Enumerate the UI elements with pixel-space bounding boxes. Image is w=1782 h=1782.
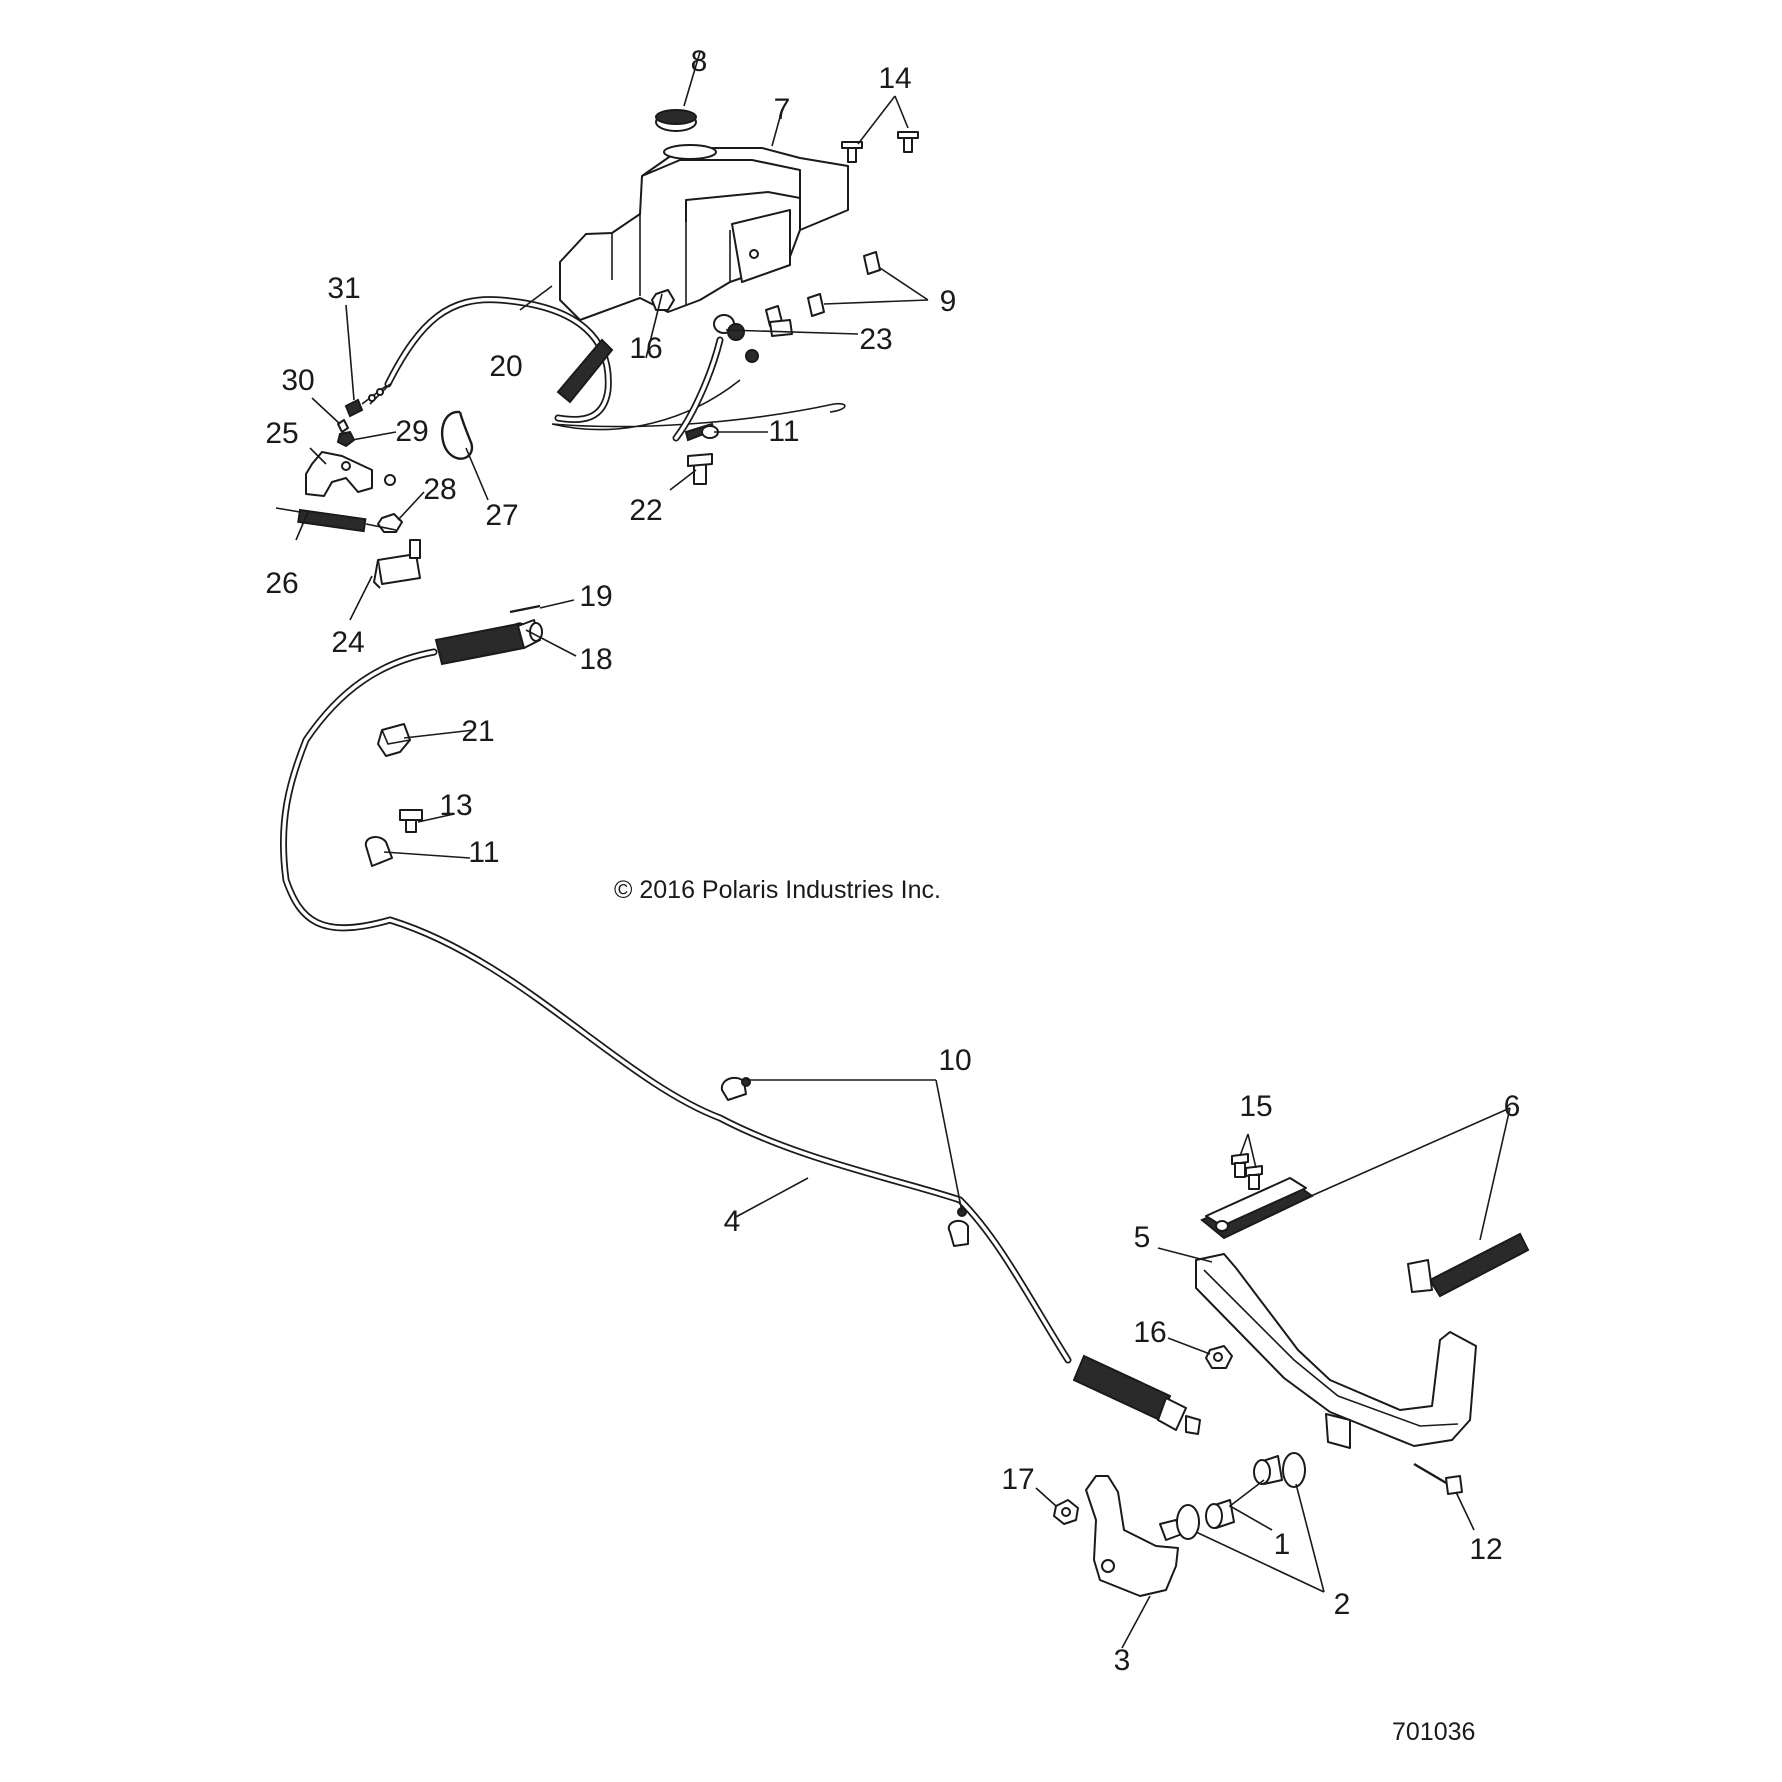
- callout-26: 26: [265, 567, 298, 600]
- part-8-cap: [655, 109, 697, 132]
- callout-10: 10: [938, 1044, 971, 1077]
- callout-23: 23: [859, 323, 892, 356]
- part-7-housing: [559, 144, 849, 321]
- callout-12: 12: [1469, 1533, 1502, 1566]
- callout-1: 1: [1274, 1528, 1291, 1561]
- callout-19: 19: [579, 580, 612, 613]
- callout-24: 24: [331, 626, 364, 659]
- callout-11-upper: 11: [768, 415, 799, 448]
- part-10-clips: [720, 1076, 969, 1247]
- part-22-bolt: [687, 453, 713, 485]
- callout-20: 20: [489, 350, 522, 383]
- part-25-bracket: [305, 451, 396, 497]
- callout-11-lower: 11: [468, 836, 499, 869]
- part-30-pin: [337, 419, 349, 433]
- figure-number: 701036: [1392, 1718, 1475, 1746]
- callout-22: 22: [629, 494, 662, 527]
- part-17-nut: [1053, 1499, 1079, 1525]
- callout-28: 28: [423, 473, 456, 506]
- part-11-clamp-upper: [684, 422, 719, 442]
- callout-17: 17: [1001, 1463, 1034, 1496]
- part-2-rings: [1176, 1452, 1306, 1540]
- callout-29: 29: [395, 415, 428, 448]
- part-6-pedal-pads: [1200, 1177, 1530, 1298]
- part-5-pedal-arm: [1195, 1253, 1477, 1449]
- part-31-cable-end: [344, 385, 387, 418]
- callout-13: 13: [439, 789, 472, 822]
- part-1-bushings: [1205, 1455, 1283, 1529]
- callout-16-lower: 16: [1133, 1316, 1166, 1349]
- callout-31: 31: [327, 272, 360, 305]
- part-13-bolt: [399, 809, 423, 833]
- callout-21: 21: [461, 715, 494, 748]
- callout-16-upper: 16: [629, 332, 662, 365]
- leader-lines: [295, 51, 1511, 1649]
- part-3-lever: [1085, 1475, 1183, 1597]
- callout-6: 6: [1504, 1090, 1521, 1123]
- callout-30: 30: [281, 364, 314, 397]
- part-19-pin: [509, 604, 541, 614]
- callout-8: 8: [691, 45, 708, 78]
- callout-18: 18: [579, 643, 612, 676]
- callout-2: 2: [1334, 1588, 1351, 1621]
- callout-5: 5: [1134, 1221, 1151, 1254]
- callout-14: 14: [878, 62, 911, 95]
- callout-25: 25: [265, 417, 298, 450]
- part-27-clamp: [441, 410, 474, 460]
- part-21-clip: [377, 723, 411, 757]
- callout-7: 7: [774, 93, 791, 126]
- part-16-nut-upper: [651, 289, 675, 311]
- part-12-bolt: [1413, 1462, 1463, 1495]
- callout-15: 15: [1239, 1090, 1272, 1123]
- part-15-screws: [1231, 1153, 1263, 1190]
- callout-4: 4: [724, 1205, 741, 1238]
- callout-9: 9: [940, 285, 957, 318]
- part-4-cable: [279, 619, 1201, 1435]
- part-29-nut: [336, 430, 356, 448]
- callout-labels: 8 7 14 9 23 31 20 16 30 25 29 11 28 27 2…: [265, 45, 1520, 1677]
- copyright-notice: © 2016 Polaris Industries Inc.: [614, 876, 941, 904]
- part-16-nut-lower: [1205, 1345, 1233, 1369]
- part-11-clamp-lower: [364, 836, 393, 867]
- part-14-bolts: [841, 131, 919, 163]
- part-24-bracket: [373, 539, 421, 589]
- callout-27: 27: [485, 499, 518, 532]
- part-26-spring: [275, 507, 397, 533]
- callout-3: 3: [1114, 1644, 1131, 1677]
- part-20-cable: [369, 296, 846, 442]
